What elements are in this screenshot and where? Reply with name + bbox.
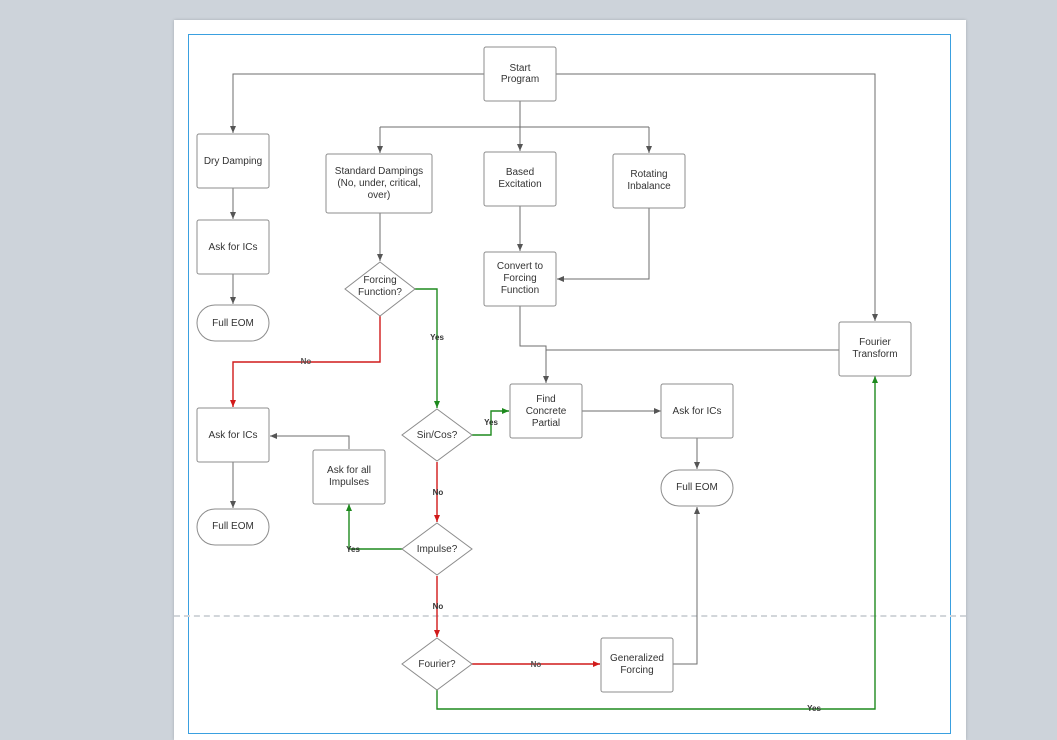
edge-fourier-yes (436, 376, 878, 710)
label-sincos-no: No (433, 488, 444, 497)
svg-text:Convert to: Convert to (497, 261, 544, 272)
svg-text:Full EOM: Full EOM (676, 482, 718, 493)
svg-text:Ask for all: Ask for all (327, 465, 371, 476)
node-sin-cos-decision[interactable]: Sin/Cos? (401, 408, 473, 462)
node-based-excitation[interactable]: Based Excitation (483, 151, 557, 207)
svg-text:Forcing: Forcing (620, 665, 653, 676)
svg-text:over): over) (368, 190, 391, 201)
svg-text:Function?: Function? (358, 287, 402, 298)
svg-text:Standard Dampings: Standard Dampings (335, 166, 423, 177)
neutral-edges (230, 73, 878, 665)
label-fourier-no: No (531, 660, 542, 669)
node-dry-damping[interactable]: Dry Damping (196, 133, 270, 189)
svg-text:Start: Start (509, 63, 530, 74)
page-break-line (174, 615, 966, 617)
svg-text:Sin/Cos?: Sin/Cos? (417, 430, 458, 441)
label-impulse-no: No (433, 602, 444, 611)
svg-text:Ask for ICs: Ask for ICs (673, 406, 722, 417)
svg-text:Function: Function (501, 285, 539, 296)
node-fourier-decision[interactable]: Fourier? (401, 637, 473, 691)
label-fourier-yes: Yes (807, 704, 821, 713)
svg-text:Program: Program (501, 74, 539, 85)
node-full-eom-dry[interactable]: Full EOM (196, 304, 270, 342)
svg-text:Generalized: Generalized (610, 653, 664, 664)
edge-forcing-no (230, 315, 381, 407)
svg-text:Rotating: Rotating (630, 169, 667, 180)
edge-convert-find-concrete (519, 306, 549, 383)
svg-text:Ask for ICs: Ask for ICs (209, 430, 258, 441)
node-find-concrete-partial[interactable]: Find Concrete Partial (509, 383, 583, 439)
edge-impulse-yes (346, 504, 403, 550)
svg-text:Forcing: Forcing (503, 273, 536, 284)
node-generalized-forcing[interactable]: Generalized Forcing (600, 637, 674, 693)
label-forcing-no: No (301, 357, 312, 366)
edge-sincos-yes (472, 408, 509, 436)
svg-text:Based: Based (506, 167, 534, 178)
svg-text:Dry Damping: Dry Damping (204, 156, 262, 167)
label-impulse-yes: Yes (346, 545, 360, 554)
node-full-eom-left[interactable]: Full EOM (196, 508, 270, 546)
svg-text:Impulse?: Impulse? (417, 544, 458, 555)
svg-text:Ask for ICs: Ask for ICs (209, 242, 258, 253)
edge-labels: No Yes Yes No Yes No No Yes (301, 333, 822, 713)
node-ask-ics-right[interactable]: Ask for ICs (660, 383, 734, 439)
node-ask-ics-left[interactable]: Ask for ICs (196, 407, 270, 463)
svg-text:Full EOM: Full EOM (212, 521, 254, 532)
svg-text:Fourier?: Fourier? (418, 659, 456, 670)
edge-start-fourier-transform (556, 73, 878, 321)
svg-text:Inbalance: Inbalance (627, 181, 671, 192)
node-forcing-function-decision[interactable]: Forcing Function? (344, 261, 416, 317)
no-edges (230, 315, 600, 667)
svg-text:Forcing: Forcing (363, 275, 396, 286)
label-forcing-yes: Yes (430, 333, 444, 342)
diagram-page[interactable] (174, 20, 966, 740)
node-ask-ics-dry[interactable]: Ask for ICs (196, 219, 270, 275)
svg-text:Fourier: Fourier (859, 337, 891, 348)
edge-impulses-ask-ics-left (270, 433, 350, 449)
svg-text:Partial: Partial (532, 418, 560, 429)
node-convert-forcing-function[interactable]: Convert to Forcing Function (483, 251, 557, 307)
svg-text:Find: Find (536, 394, 555, 405)
node-ask-all-impulses[interactable]: Ask for all Impulses (312, 449, 386, 505)
svg-text:Impulses: Impulses (329, 477, 369, 488)
node-full-eom-right[interactable]: Full EOM (660, 469, 734, 507)
label-sincos-yes: Yes (484, 418, 498, 427)
svg-text:(No, under, critical,: (No, under, critical, (337, 178, 420, 189)
svg-text:Full EOM: Full EOM (212, 318, 254, 329)
edge-start-dry-damping (230, 73, 484, 133)
yes-edges (346, 288, 878, 710)
edge-generalized-full-eom-right (672, 507, 700, 665)
node-fourier-transform[interactable]: Fourier Transform (838, 321, 912, 377)
node-start-program[interactable]: Start Program (483, 46, 557, 102)
edge-forcing-yes (414, 288, 440, 408)
node-impulse-decision[interactable]: Impulse? (401, 522, 473, 576)
node-standard-dampings[interactable]: Standard Dampings (No, under, critical, … (325, 153, 433, 214)
node-rotating-inbalance[interactable]: Rotating Inbalance (612, 153, 686, 209)
svg-text:Transform: Transform (852, 349, 897, 360)
edge-rotating-convert (557, 208, 650, 282)
svg-text:Excitation: Excitation (498, 179, 541, 190)
svg-text:Concrete: Concrete (526, 406, 567, 417)
